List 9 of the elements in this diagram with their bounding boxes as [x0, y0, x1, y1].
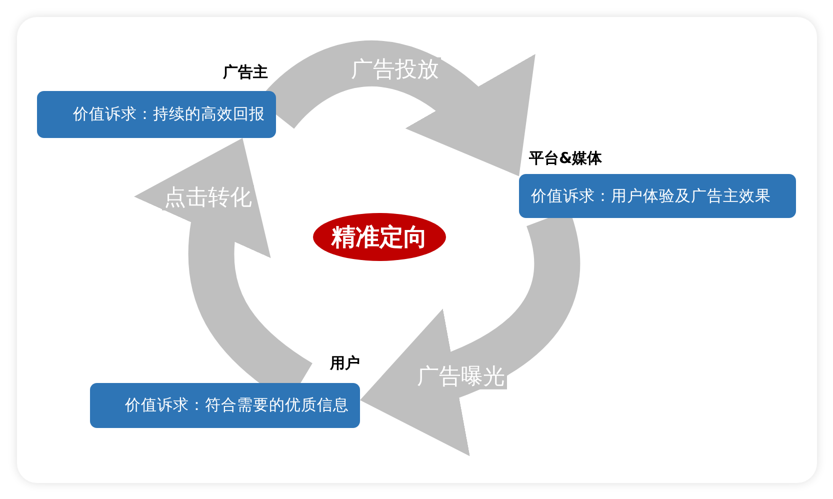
value-text: 价值诉求：符合需要的优质信息 [125, 396, 349, 415]
value-text: 价值诉求：用户体验及广告主效果 [531, 186, 771, 206]
role-title: 平台&媒体 [529, 150, 602, 166]
value-text: 价值诉求：持续的高效回报 [73, 105, 265, 124]
role-title: 广告主 [223, 64, 268, 80]
edge-label: 广告曝光 [415, 364, 507, 390]
role-title: 用户 [330, 354, 360, 371]
edge-label: 点击转化 [162, 185, 254, 211]
edge-label: 广告投放 [349, 57, 441, 83]
